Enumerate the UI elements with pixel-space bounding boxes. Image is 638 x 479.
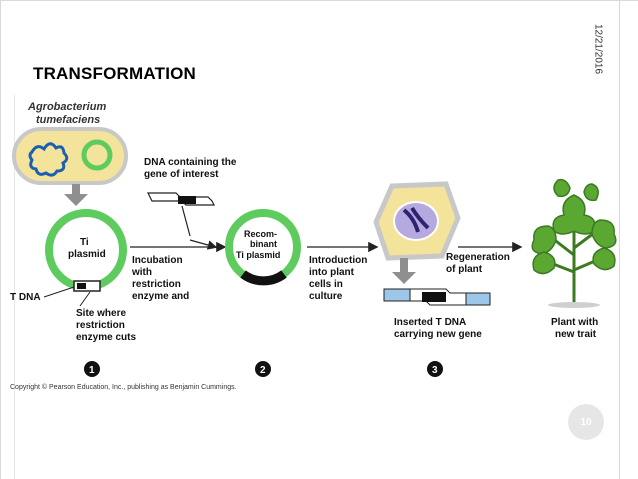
step-marker-2 [255,361,271,377]
incubation-label-line2: with [131,267,152,278]
plant-label-line2: new trait [555,329,597,340]
bacterium-ti-plasmid [81,139,113,171]
restriction-site-label-line3: enzyme cuts [76,332,136,343]
slide-left-rule [14,95,15,479]
regeneration-label-line2: of plant [446,264,483,275]
page-number-badge: 10 [568,404,604,440]
slide-left-border [0,0,1,479]
copyright-line: Copyright © Pearson Education, Inc., pub… [10,383,237,391]
restriction-site-pointer [79,291,91,307]
inserted-dna-left [383,288,411,302]
inserted-gene-block [422,292,446,302]
slide-top-border [0,0,638,1]
gene-block [178,196,196,204]
dna-gene-label-line2: gene of interest [144,169,219,180]
inserted-dna-right [465,292,491,306]
t-dna-pointer [43,286,75,298]
nucleus-chromosome [402,206,430,233]
incubation-label-line4: enzyme and [132,291,189,302]
incubation-label-line1: Incubation [132,255,183,266]
step-marker-1 [84,361,100,377]
ti-plasmid-label-line1: Ti [80,237,89,248]
slide-right-rule [619,0,620,479]
plant-cell-nucleus [393,201,439,241]
regeneration-label-line1: Regeneration [446,252,510,263]
inserted-dna-label-line2: carrying new gene [394,329,482,340]
plant-label-line1: Plant with [551,317,598,328]
slide-title: TRANSFORMATION [33,64,197,83]
restriction-site-label-line1: Site where [76,308,126,319]
t-dna-block [77,283,86,289]
transgenic-plant [531,178,617,308]
agrobacterium-label-line1: Agrobacterium [27,101,106,113]
introduction-label-line3: cells in [309,279,343,290]
step-number-2: 2 [260,365,266,376]
t-dna-segment [73,280,101,292]
arrow-cell-to-dna [392,258,416,284]
ti-plasmid-label-line2: plasmid [68,249,106,260]
recombinant-label-line1: Recom- [244,229,277,239]
inserted-dna-label-line1: Inserted T DNA [394,317,466,328]
dna-gene-label-line1: DNA containing the [144,157,237,168]
agrobacterium-label-line2: tumefaciens [36,114,100,126]
bacterial-chromosome [28,142,69,177]
recombinant-label-line2: binant [250,239,277,249]
dna-to-plasmid-line [181,205,191,237]
introduction-label-line4: culture [309,291,343,302]
step-marker-3 [427,361,443,377]
step-number-3: 3 [432,365,438,376]
t-dna-label: T DNA [10,292,41,303]
recombinant-label-line3: Ti plasmid [236,250,280,260]
arrow-bacterium-to-plasmid [64,184,88,206]
inserted-gene-arc [240,270,287,286]
introduction-label-line2: into plant [309,267,355,278]
introduction-label-line1: Introduction [309,255,367,266]
incubation-label-line3: restriction [132,279,181,290]
restriction-site-label-line2: restriction [76,320,125,331]
step-number-1: 1 [89,365,95,376]
dna-to-plasmid-arrow [189,239,218,250]
page-number: 10 [580,416,592,428]
